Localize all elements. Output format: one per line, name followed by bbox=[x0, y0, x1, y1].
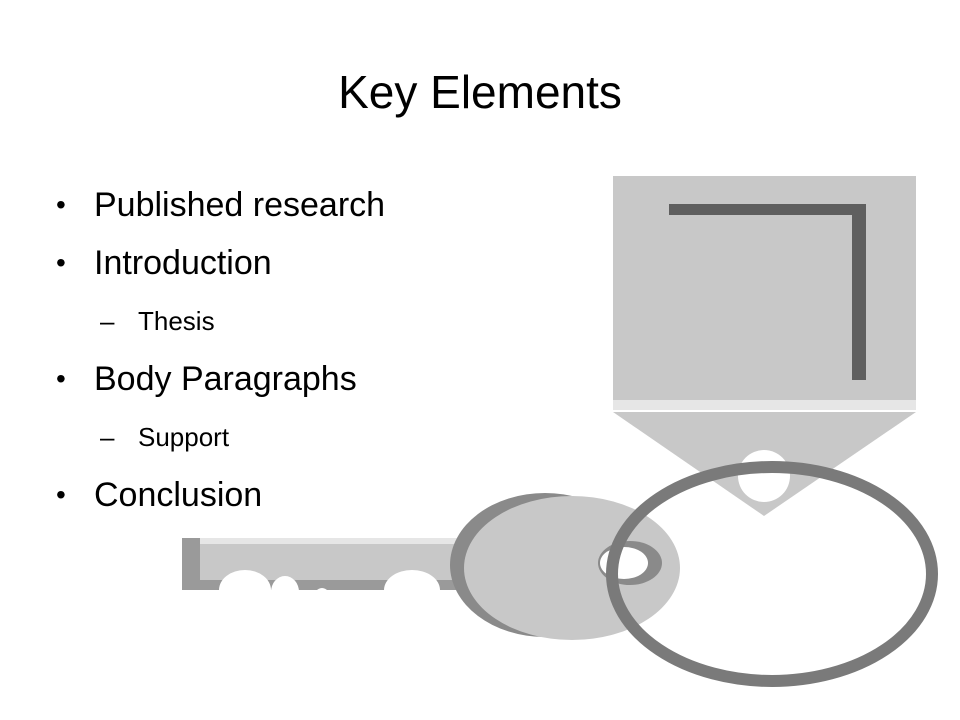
slide-title: Key Elements bbox=[338, 66, 622, 118]
key-shaft-highlight bbox=[200, 538, 482, 544]
tag-bracket-side bbox=[852, 204, 866, 380]
bullet-list: • Published research • Introduction – Th… bbox=[56, 176, 385, 524]
bullet-marker: • bbox=[56, 247, 66, 278]
sub-bullet-text: Support bbox=[138, 422, 230, 452]
bullet-text: Published research bbox=[94, 186, 386, 224]
sub-bullet-marker: – bbox=[100, 306, 115, 336]
bullet-item: • Introduction bbox=[56, 234, 385, 292]
sub-bullet-marker: – bbox=[100, 422, 115, 452]
bullet-marker: • bbox=[56, 479, 66, 510]
bullet-item: • Body Paragraphs bbox=[56, 350, 385, 408]
bullet-item: • Published research bbox=[56, 176, 385, 234]
bullet-text: Body Paragraphs bbox=[94, 360, 357, 398]
sub-bullet-item: – Support bbox=[56, 408, 385, 466]
sub-bullet-item: – Thesis bbox=[56, 292, 385, 350]
key-tooth-mask bbox=[182, 598, 482, 638]
bullet-marker: • bbox=[56, 363, 66, 394]
tag-hole bbox=[738, 450, 790, 502]
bullet-marker: • bbox=[56, 189, 66, 220]
bullet-text: Introduction bbox=[94, 244, 272, 282]
tag-panel-edge bbox=[613, 400, 916, 410]
tag-bracket-top bbox=[669, 204, 866, 215]
key-ring bbox=[606, 461, 938, 687]
sub-bullet-text: Thesis bbox=[138, 306, 215, 336]
bullet-item: • Conclusion bbox=[56, 466, 385, 524]
bullet-text: Conclusion bbox=[94, 476, 263, 514]
